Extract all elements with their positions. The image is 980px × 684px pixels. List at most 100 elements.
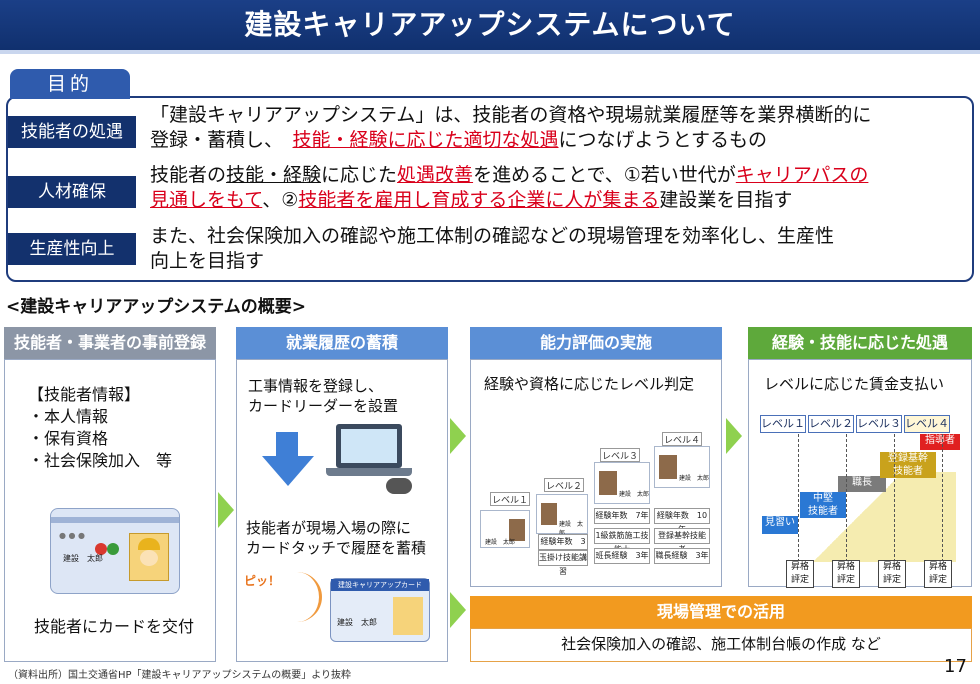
dashed-divider [894,434,895,562]
text: を進めることで、①若い世代が [473,164,736,186]
text: 登録・蓄積し、 [150,129,274,151]
col1-caption: 技能者にカードを交付 [34,617,195,636]
level-tag: レベル１ [490,492,530,506]
col5-text: 社会保険加入の確認、施工体制台帳の作成 など [561,635,881,653]
highlight-text: 見通しをもて [150,189,263,211]
info-item: ・社会保険加入 等 [28,451,173,470]
text-line: カードタッチで履歴を蓄積 [246,539,427,557]
worker-photo-icon [129,533,169,581]
info-item: ・本人情報 [28,407,109,426]
dashed-divider [942,434,943,562]
helmet-icon [138,538,160,550]
step-instructor: 指導者 [920,434,960,450]
highlight-text: キャリアパスの [735,164,869,186]
page-number: 17 [944,656,967,677]
source-note: （資料出所）国土交通省HP「建設キャリアアップシステムの概要」より抜粋 [8,670,352,681]
flow-arrow-icon [450,418,466,454]
label-productivity: 生産性向上 [8,233,136,265]
card-chip-icon: ● ● ● [59,531,86,540]
purpose-text-recruitment: 技能者の技能・経験に応じた処遇改善を進めることで、①若い世代がキャリアパスの 見… [150,163,960,213]
col2-text1: 工事情報を登録し、 カードリーダーを設置 [248,376,398,416]
laptop-screen [341,429,397,463]
card-reader-icon [386,478,412,494]
flow-arrow-icon [726,418,742,454]
purpose-text-productivity: また、社会保険加入の確認や施工体制の確認などの現場管理を効率化し、生産性 向上を… [150,224,960,274]
beep-text: ピッ！ [244,574,281,588]
card-name: 建設 太郎 [559,521,584,537]
col4-text: レベルに応じた賃金支払い [764,375,945,393]
col5-body [470,628,972,662]
qualification-badge: 経験年数 3年 [538,534,588,560]
promotion-eval: 昇格 評定 [832,560,860,588]
purpose-line: 「建設キャリアアップシステム」は、技能者の資格や現場就業履歴等を業界横断的に [150,104,872,126]
overview-title: <建設キャリアアップシステムの概要> [6,297,306,317]
col2-text2: 技能者が現場入場の際に カードタッチで履歴を蓄積 [246,518,426,558]
promotion-eval: 昇格 評定 [786,560,814,588]
qualification-badge: 班長経験 3年 [594,548,650,564]
laptop-base [326,468,412,476]
dashed-divider [846,434,847,562]
qualification-badge: 玉掛け技能講習 [538,550,588,576]
highlight-text: 技能・経験に応じた適切な処遇 [292,129,559,151]
worker-photo-icon [393,597,423,635]
info-title: 【技能者情報】 [28,385,141,404]
logo-dot-red-icon [95,543,107,555]
qualification-badge: 職長経験 3年 [654,548,710,564]
level-tag: レベル３ [600,448,640,462]
col1-info: 【技能者情報】 ・本人情報 ・保有資格 ・社会保険加入 等 [28,384,172,472]
level1-card: 建設 太郎 [480,510,530,548]
purpose-text-treatment: 「建設キャリアアップシステム」は、技能者の資格や現場就業履歴等を業界横断的に 登… [150,103,960,153]
level-step: レベル２ [808,415,854,433]
card-stripe [51,517,179,523]
info-item: ・保有資格 [28,429,109,448]
text-line: カードリーダーを設置 [248,397,399,415]
purpose-tab: 目的 [10,69,130,99]
card-name: 建設 太郎 [63,554,103,563]
step-apprentice: 見習い [762,516,798,534]
purpose-line: 登録・蓄積し、 技能・経験に応じた適切な処遇につなげようとするもの [150,128,960,153]
level-tag: レベル４ [662,432,702,446]
touch-card-title: 建設キャリアアップカード [331,579,429,591]
worker-photo-icon [599,471,617,495]
underlined-text: 技能・経験 [226,164,322,186]
text: につなげようとするもの [558,129,767,151]
page-title: 建設キャリアアップシステムについて [0,0,980,50]
level4-card: 建設 太郎 [654,446,710,488]
id-card: ● ● ● 建設 太郎 [50,508,180,594]
promotion-eval: 昇格 評定 [878,560,906,588]
logo-dot-green-icon [107,543,119,555]
level-step: レベル１ [760,415,806,433]
down-arrow-shaft [276,432,298,456]
text-line: 工事情報を登録し、 [248,377,384,395]
purpose-line: 見通しをもて、②技能者を雇用し育成する企業に人が集まる建設業を目指す [150,188,960,213]
purpose-line: 技能者の技能・経験に応じた処遇改善を進めることで、①若い世代がキャリアパスの [150,163,960,188]
flow-arrow-icon [450,592,466,628]
step-foreman: 職長 [838,476,886,492]
dashed-divider [798,434,799,562]
level-tag: レベル２ [544,478,584,492]
card-name: 建設 太郎 [619,491,650,498]
touch-card: 建設キャリアアップカード 建設 太郎 [330,578,430,642]
worker-photo-icon [659,455,677,479]
step-registered-core: 登録基幹 技能者 [880,452,936,478]
highlight-text: 技能者を雇用し育成する企業に人が集まる [298,189,660,211]
col1-header: 技能者・事業者の事前登録 [4,327,216,359]
card-name: 建設 太郎 [485,539,516,546]
col3-header: 能力評価の実施 [470,327,722,359]
step-midlevel: 中堅 技能者 [800,492,846,518]
face-icon [140,550,158,566]
purpose-line: 向上を目指す [150,250,265,272]
text-line: 技能者が現場入場の際に [246,519,412,537]
text: に応じた [321,164,398,186]
worker-photo-icon [509,519,525,541]
col3-text: 経験や資格に応じたレベル判定 [484,375,695,393]
level-step: レベル３ [856,415,902,433]
purpose-line: また、社会保険加入の確認や施工体制の確認などの現場管理を効率化し、生産性 [150,225,835,247]
title-underline [0,50,980,54]
highlight-text: 処遇改善 [397,164,474,186]
signal-waves-icon [282,572,322,622]
flow-arrow-icon [218,492,234,528]
touch-card-name: 建設 太郎 [337,618,377,627]
worker-photo-icon [541,503,557,525]
